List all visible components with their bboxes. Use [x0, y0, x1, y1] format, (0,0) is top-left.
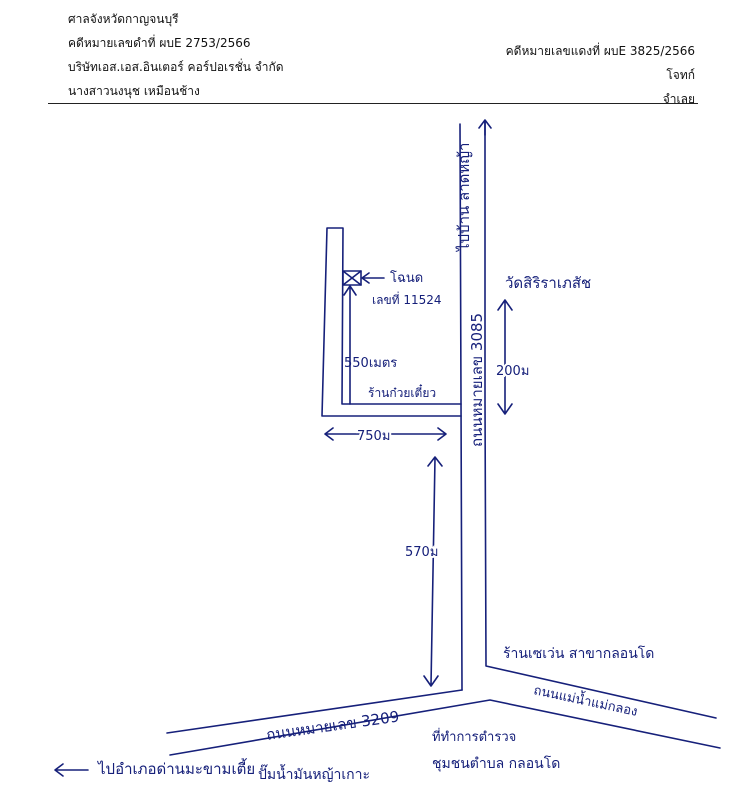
- west-arrow: [54, 763, 89, 777]
- header-left: ศาลจังหวัดกาญจนบุรี คดีหมายเลขดำที่ ผบE …: [68, 12, 284, 108]
- road-3209-bottom-edge: [169, 699, 721, 756]
- header-divider: [48, 103, 698, 104]
- plaintiff-label: โจทก์: [666, 68, 695, 82]
- black-case-number: คดีหมายเลขดำที่ ผบE 2753/2566: [68, 36, 251, 50]
- label-police: ที่ทำการตำรวจ: [432, 728, 516, 745]
- north-arrow: [478, 119, 492, 136]
- red-case-number: คดีหมายเลขแดงที่ ผบE 3825/2566: [505, 44, 695, 58]
- dim-200-line: [497, 299, 513, 415]
- defendant-person: นางสาวนงนุช เหมือนช้าง: [68, 84, 200, 98]
- label-road-3085: ถนนหมายเลข 3085: [468, 313, 486, 447]
- land-plot-marker: [342, 270, 362, 286]
- defendant-label: จำเลย: [662, 92, 695, 106]
- court-name: ศาลจังหวัดกาญจนบุรี: [68, 12, 179, 26]
- label-dist-200: 200ม: [496, 364, 529, 379]
- label-deed-number: เลขที่ 11524: [372, 291, 442, 307]
- label-police-community: ชุมชนตำบล กลอนโด: [432, 755, 560, 772]
- dim-750-line: [324, 427, 447, 441]
- header-right: คดีหมายเลขแดงที่ ผบE 3825/2566 โจทก์ จำเ…: [506, 44, 695, 116]
- label-road-3209: ถนนหมายเลข 3209: [265, 707, 400, 743]
- road-3085-left-edge: [459, 123, 463, 691]
- dim-550-line: [343, 285, 357, 405]
- company-name: บริษัทเอส.เอส.อินเตอร์ คอร์ปอเรชั่น จำกั…: [68, 60, 284, 74]
- label-road-maenam: ถนนแม่น้ำแม่กลอง: [532, 680, 639, 720]
- label-noodle-shop: ร้านก๋วยเตี๋ยว: [368, 383, 436, 400]
- lane-outline: [321, 227, 462, 417]
- dim-570-line: [423, 456, 443, 687]
- label-temple: วัดสิริราเภสัช: [505, 274, 591, 292]
- label-dist-750: 750ม: [357, 429, 390, 444]
- label-dist-550: 550เมตร: [344, 356, 397, 371]
- road-3085-right-edge: [484, 121, 717, 719]
- label-seven-eleven: ร้านเซเว่น สาขากลอนโด: [503, 645, 654, 662]
- label-to-lat-ya: ไปบ้าน ลาดหญ้า: [455, 143, 473, 252]
- label-dist-570: 570ม: [405, 545, 438, 560]
- road-3209-top-edge: [166, 689, 463, 734]
- label-to-district: ไปอำเภอด่านมะขามเตี้ย: [97, 758, 255, 778]
- label-deed: โฉนด: [390, 270, 423, 286]
- plot-pointer-arrow: [361, 272, 385, 284]
- label-gas-station: ปั๊มน้ำมันหญ้าเกาะ: [258, 764, 370, 783]
